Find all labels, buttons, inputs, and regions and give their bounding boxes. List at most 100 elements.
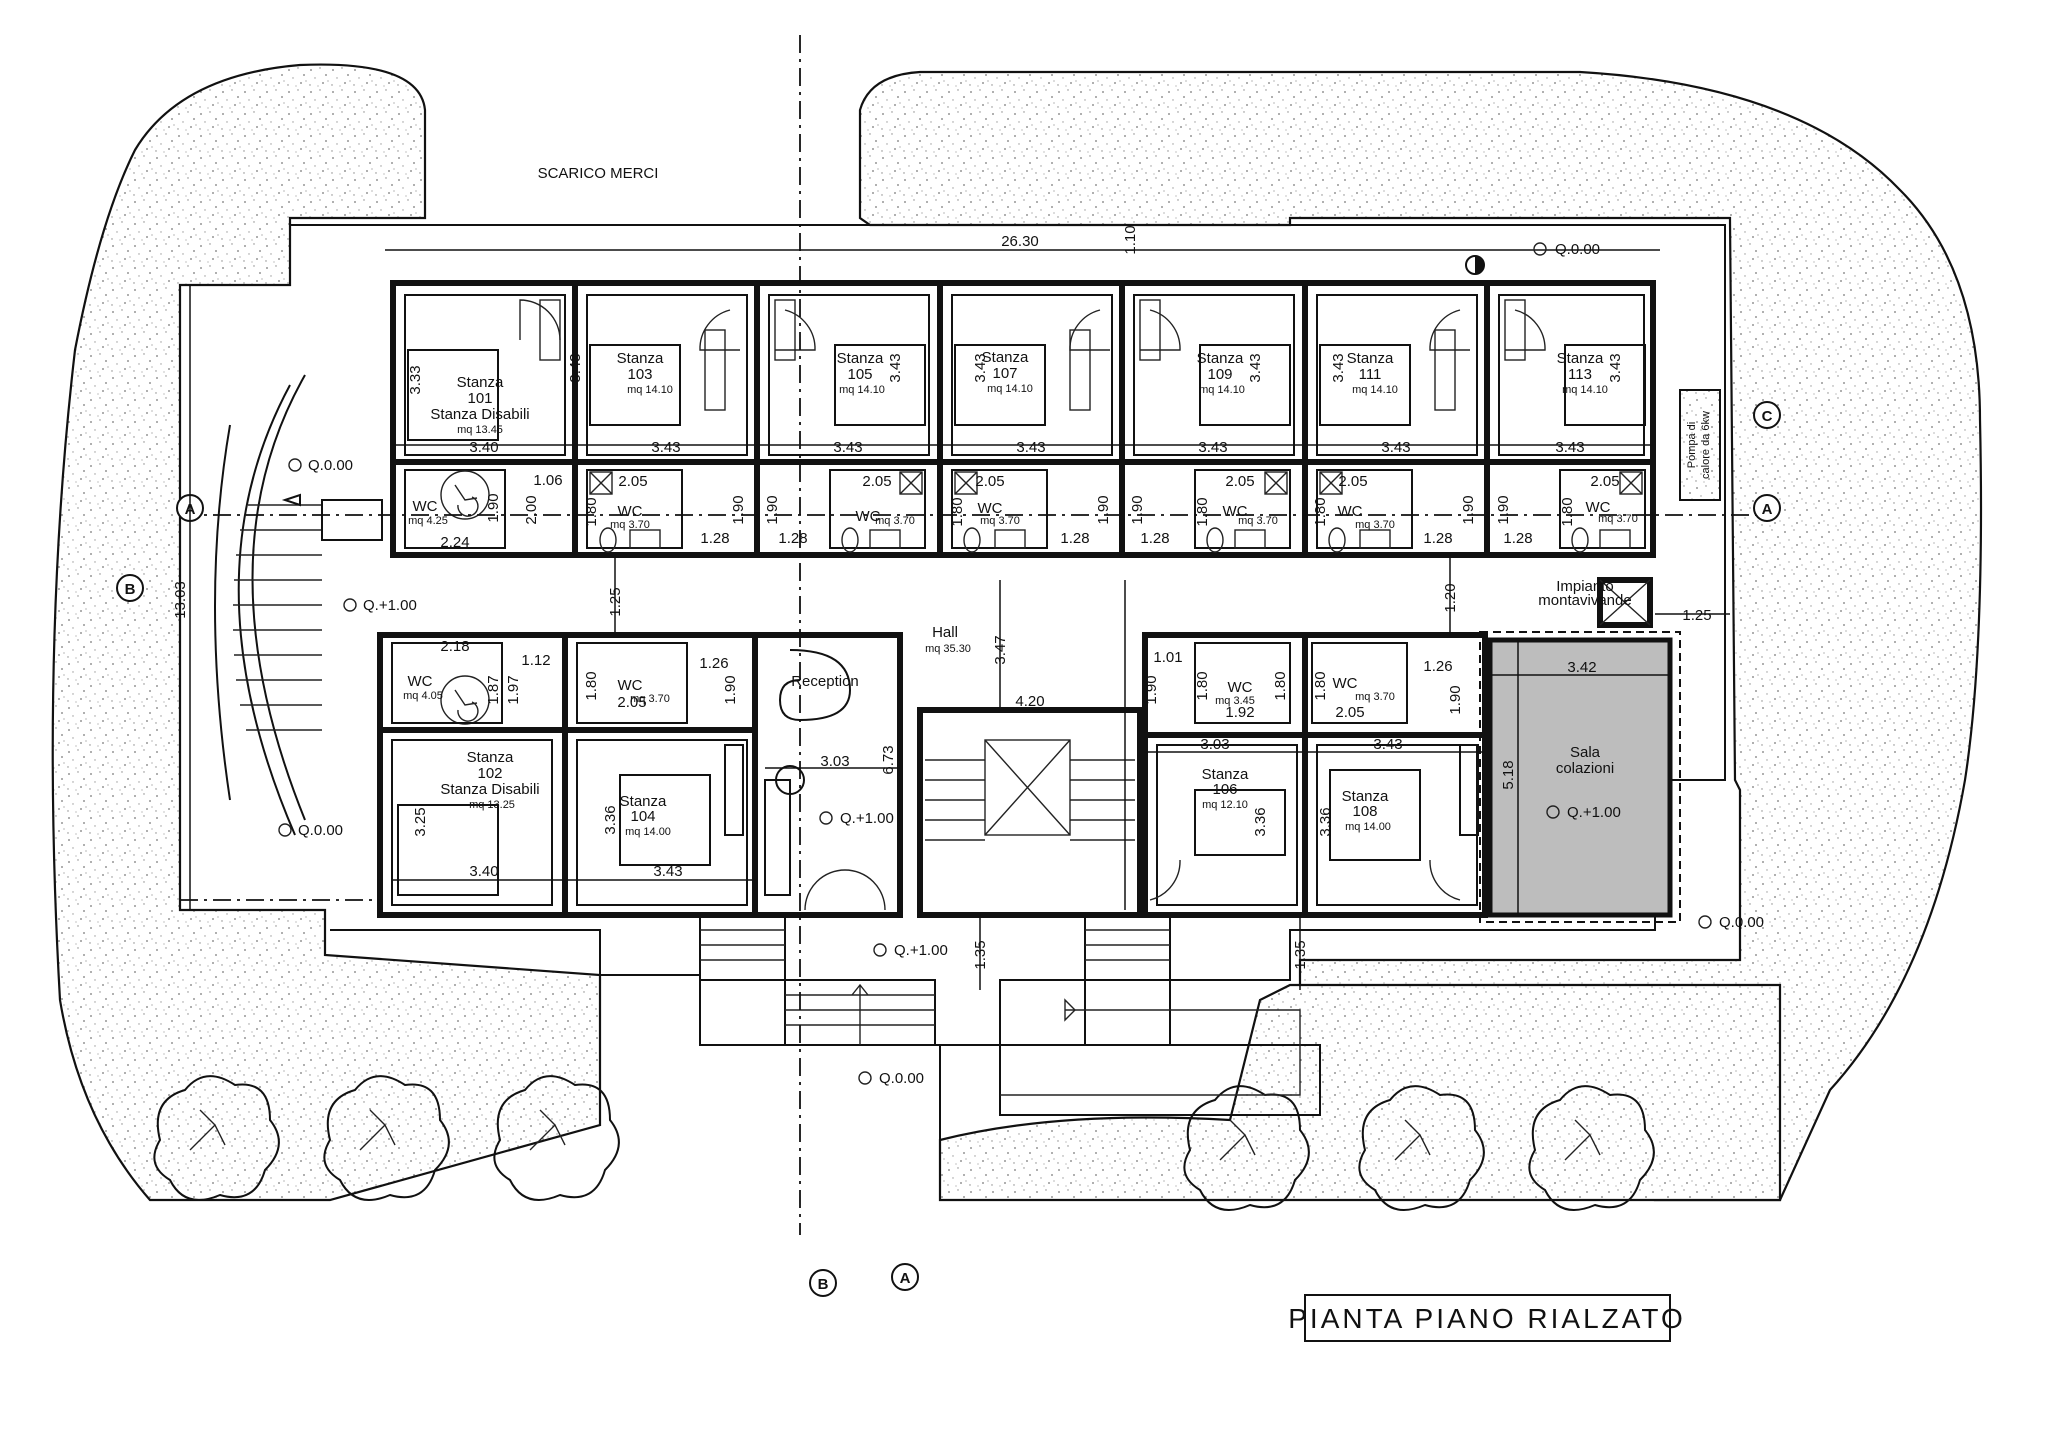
svg-text:1.80: 1.80 (1559, 497, 1576, 526)
section-marker-b-south: B (809, 1269, 837, 1297)
svg-text:mq 13.45: mq 13.45 (457, 424, 503, 436)
svg-text:1.28: 1.28 (1503, 530, 1532, 547)
svg-text:3.36: 3.36 (602, 805, 619, 834)
svg-text:Stanza: Stanza (1197, 350, 1244, 367)
svg-text:103: 103 (627, 366, 652, 383)
svg-text:mq 14.00: mq 14.00 (625, 826, 671, 838)
level-marker: Q.0.00 (858, 1070, 924, 1087)
entry-stairs (699, 914, 1321, 1116)
svg-text:2.05: 2.05 (617, 694, 646, 711)
room-103-label: Stanza 103 mq 14.10 (617, 350, 673, 396)
level-marker: Q.0.00 (278, 822, 343, 839)
svg-text:Stanza: Stanza (1557, 350, 1604, 367)
svg-text:1.80: 1.80 (1312, 671, 1329, 700)
wc-label: WC (408, 673, 433, 690)
svg-text:3.40: 3.40 (469, 439, 498, 456)
svg-text:1.90: 1.90 (1460, 495, 1477, 524)
svg-text:3.43: 3.43 (653, 863, 682, 880)
tree-5 (1358, 1085, 1485, 1211)
svg-text:1.26: 1.26 (699, 655, 728, 672)
wc-area: mq 3.70 (610, 519, 650, 531)
svg-text:Q.0.00: Q.0.00 (308, 457, 353, 474)
wc-area: mq 4.05 (403, 690, 443, 702)
svg-text:108: 108 (1352, 803, 1377, 820)
wheelchair-icon (440, 470, 490, 520)
svg-text:3.33: 3.33 (407, 365, 424, 394)
svg-text:1.90: 1.90 (1143, 675, 1160, 704)
svg-text:1.25: 1.25 (1682, 607, 1711, 624)
wc-label: WC (413, 498, 438, 515)
breakfast-room-label: Sala colazioni (1556, 744, 1614, 777)
wc-label: WC (1228, 679, 1253, 696)
svg-text:1.97: 1.97 (505, 675, 522, 704)
wc-area: mq 3.70 (630, 693, 670, 705)
wc-area: mq 3.70 (980, 515, 1020, 527)
svg-text:Stanza: Stanza (1342, 788, 1389, 805)
wc-area: mq 3.70 (1238, 515, 1278, 527)
svg-text:26.30: 26.30 (1001, 233, 1039, 250)
svg-text:104: 104 (630, 808, 655, 825)
svg-text:106: 106 (1212, 781, 1237, 798)
tree-4 (1183, 1085, 1310, 1211)
svg-text:1.28: 1.28 (1423, 530, 1452, 547)
svg-text:mq 14.00: mq 14.00 (1345, 821, 1391, 833)
room-107-label: Stanza 107 mq 14.10 (982, 349, 1033, 395)
svg-text:13.03: 13.03 (172, 581, 189, 619)
dumbwaiter-label: Impianto montavivande (1538, 578, 1631, 609)
svg-text:1.90: 1.90 (730, 495, 747, 524)
svg-text:1.28: 1.28 (778, 530, 807, 547)
wc-area: mq 3.70 (875, 515, 915, 527)
tree-3 (493, 1075, 620, 1201)
svg-text:C: C (1762, 408, 1773, 425)
svg-text:2.24: 2.24 (440, 534, 469, 551)
svg-text:1.90: 1.90 (485, 493, 502, 522)
svg-text:1.80: 1.80 (583, 671, 600, 700)
svg-text:mq 14.10: mq 14.10 (839, 384, 885, 396)
svg-text:1.90: 1.90 (1129, 495, 1146, 524)
svg-text:101: 101 (467, 390, 492, 407)
level-marker: Q.0.00 (1533, 241, 1600, 258)
svg-text:2.05: 2.05 (1338, 473, 1367, 490)
level-marker: Q.+1.00 (819, 810, 894, 827)
svg-text:107: 107 (992, 365, 1017, 382)
curved-staircase (214, 374, 383, 836)
level-marker: Q.+1.00 (343, 597, 417, 614)
unloading-label: SCARICO MERCI (538, 165, 659, 182)
garden-west (51, 63, 602, 1202)
wc-area: mq 3.45 (1215, 695, 1255, 707)
room-101-label: Stanza 101 Stanza Disabili mq 13.45 (430, 374, 529, 436)
svg-text:4.20: 4.20 (1015, 693, 1044, 710)
svg-text:Stanza: Stanza (617, 350, 664, 367)
svg-text:3.36: 3.36 (1317, 807, 1334, 836)
north-symbol (1465, 255, 1485, 275)
wc-label: WC (618, 677, 643, 694)
svg-text:3.47: 3.47 (992, 635, 1009, 664)
svg-text:3.43: 3.43 (651, 439, 680, 456)
svg-text:3.03: 3.03 (820, 753, 849, 770)
svg-text:Stanza: Stanza (457, 374, 504, 391)
room-102-label: Stanza 102 Stanza Disabili mq 13.25 (440, 749, 539, 811)
level-marker: Q.+1.00 (873, 942, 948, 959)
svg-text:B: B (818, 1276, 829, 1293)
svg-text:3.43: 3.43 (1198, 439, 1227, 456)
wc-area: mq 3.70 (1355, 519, 1395, 531)
room-105-label: Stanza 105 mq 14.10 (837, 350, 885, 396)
svg-text:3.03: 3.03 (1200, 736, 1229, 753)
wc-label: WC (978, 500, 1003, 517)
svg-text:Hall: Hall (932, 624, 958, 641)
section-marker-a-east: A (1753, 494, 1781, 522)
wc-label: WC (618, 503, 643, 520)
wc-label: WC (1223, 503, 1248, 520)
svg-text:Q.+1.00: Q.+1.00 (1567, 804, 1621, 821)
svg-text:2.05: 2.05 (975, 473, 1004, 490)
dimension-lines (189, 249, 1730, 990)
section-marker-b-west: B (116, 574, 144, 602)
svg-text:109: 109 (1207, 366, 1232, 383)
room-109-label: Stanza 109 mq 14.10 (1197, 350, 1245, 396)
dimension-labels: 26.30 1.10 3.40 3.43 3.43 3.43 3.43 3.43… (172, 225, 1712, 969)
svg-text:105: 105 (847, 366, 872, 383)
tree-1 (153, 1075, 280, 1201)
svg-text:1.28: 1.28 (700, 530, 729, 547)
svg-text:Sala: Sala (1570, 744, 1601, 761)
